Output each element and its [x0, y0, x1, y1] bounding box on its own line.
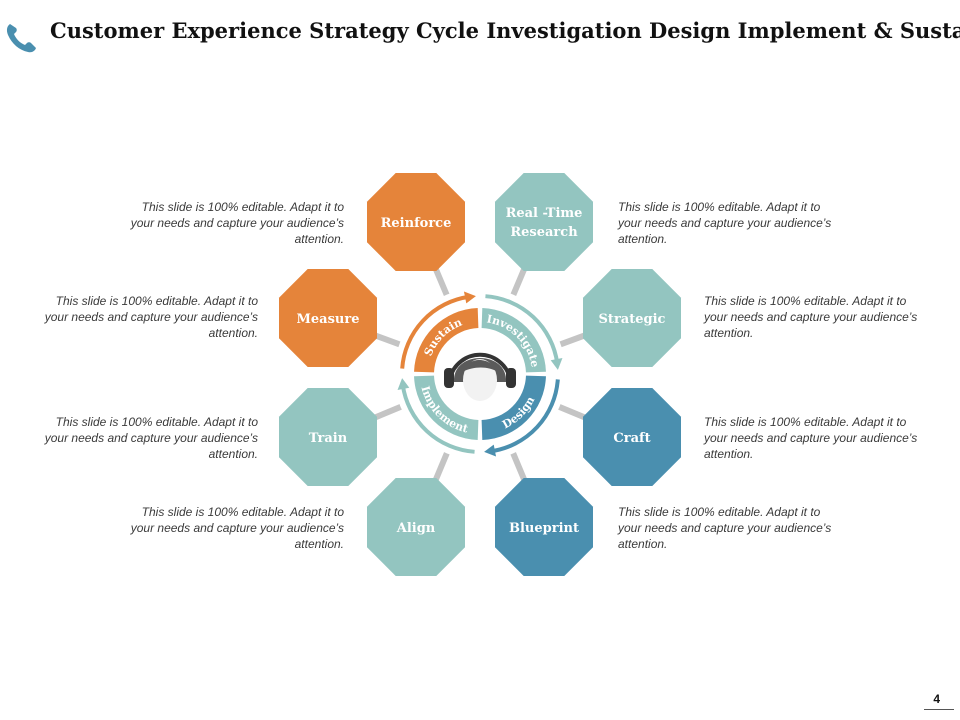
- node-octagons: Reinforce Real -TimeResearchStrategicCraf…: [279, 173, 681, 576]
- phase-arrow-arc-design: [490, 379, 560, 454]
- node-blueprint: Blueprint: [495, 478, 593, 576]
- avatar-face: [463, 359, 497, 401]
- phase-arrowhead-sustain: [463, 291, 476, 304]
- node-label-blueprint: Blueprint: [509, 521, 579, 536]
- description-blueprint: This slide is 100% editable. Adapt it to…: [618, 505, 832, 551]
- page-number: 4: [933, 692, 940, 706]
- page-title: Customer Experience Strategy Cycle Inves…: [50, 18, 960, 43]
- node-label-reinforce: Reinforce: [381, 216, 452, 231]
- node-label-real-time-research-line1: Real -Time: [506, 206, 583, 221]
- node-train: Train: [279, 388, 377, 486]
- phase-arrowhead-implement: [397, 378, 410, 391]
- node-measure: Measure: [279, 269, 377, 367]
- node-label-real-time-research-line2: Research: [510, 225, 578, 240]
- node-strategic: Strategic: [583, 269, 681, 367]
- customer-support-avatar-icon: [436, 330, 524, 418]
- description-train: This slide is 100% editable. Adapt it to…: [44, 415, 258, 461]
- phase-arrow-arc-sustain: [400, 294, 470, 369]
- node-octagon-real-time-research: [495, 173, 593, 271]
- node-octagon-reinforce: [367, 173, 465, 271]
- node-label-measure: Measure: [297, 312, 360, 327]
- phase-segment-investigate: [481, 308, 546, 373]
- phase-arrowhead-investigate: [550, 357, 563, 370]
- node-octagon-train: [279, 388, 377, 486]
- node-octagon-align: [367, 478, 465, 576]
- description-strategic: This slide is 100% editable. Adapt it to…: [704, 294, 918, 340]
- headset-right-ear: [506, 368, 516, 388]
- phase-segment-sustain: [414, 308, 479, 373]
- node-label-craft: Craft: [613, 431, 650, 446]
- headset-band: [448, 352, 512, 379]
- node-octagon-blueprint: [495, 478, 593, 576]
- description-craft: This slide is 100% editable. Adapt it to…: [704, 415, 918, 461]
- node-reinforce: Reinforce: [367, 173, 465, 271]
- phase-arrowhead-design: [484, 444, 497, 457]
- avatar-fringe: [462, 359, 498, 372]
- node-octagon-craft: [583, 388, 681, 486]
- node-align: Align: [367, 478, 465, 576]
- headset-left-ear: [444, 368, 454, 388]
- node-octagon-strategic: [583, 269, 681, 367]
- node-octagon-measure: [279, 269, 377, 367]
- node-label-align: Align: [396, 521, 436, 536]
- description-reinforce: This slide is 100% editable. Adapt it to…: [130, 200, 344, 246]
- description-real-time-research: This slide is 100% editable. Adapt it to…: [618, 200, 832, 246]
- node-label-train: Train: [309, 431, 348, 446]
- phase-segment-implement: [414, 375, 479, 440]
- description-measure: This slide is 100% editable. Adapt it to…: [44, 294, 258, 340]
- node-label-strategic: Strategic: [599, 312, 666, 327]
- node-craft: Craft: [583, 388, 681, 486]
- phase-segment-design: [481, 375, 546, 440]
- phase-arrow-arc-investigate: [485, 294, 560, 364]
- description-align: This slide is 100% editable. Adapt it to…: [130, 505, 344, 551]
- page-number-underline: [924, 709, 954, 710]
- phone-icon: [6, 24, 36, 53]
- phase-arrow-arc-implement: [400, 384, 475, 454]
